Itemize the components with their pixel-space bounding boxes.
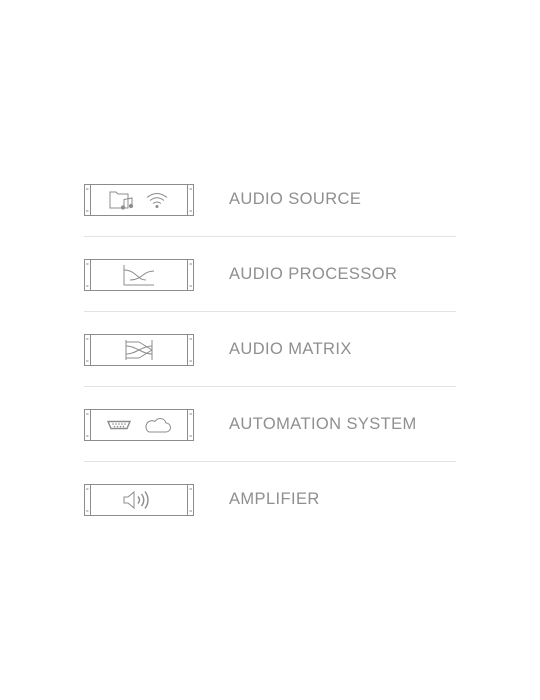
cloud-icon	[145, 417, 171, 432]
rack-frame	[84, 408, 194, 441]
rack-unit	[84, 183, 194, 216]
rack-unit	[84, 333, 194, 366]
rack-unit	[84, 408, 194, 441]
rack-frame	[84, 183, 194, 216]
rack-unit	[84, 483, 194, 516]
folder-music-icon	[109, 191, 134, 210]
device-label: AUTOMATION SYSTEM	[229, 415, 417, 433]
rack-unit	[84, 258, 194, 291]
matrix-routing-icon	[125, 339, 153, 360]
device-row-automation-system: AUTOMATION SYSTEM	[84, 387, 456, 462]
device-row-amplifier: AMPLIFIER	[84, 462, 456, 537]
device-label: AUDIO MATRIX	[229, 340, 352, 358]
speaker-icon	[123, 490, 149, 509]
dsp-processor-icon	[123, 264, 155, 285]
serial-port-icon	[106, 420, 132, 429]
rack-frame	[84, 333, 194, 366]
device-chain-list: AUDIO SOURCE	[84, 162, 456, 537]
device-label: AUDIO SOURCE	[229, 190, 362, 208]
device-row-audio-source: AUDIO SOURCE	[84, 162, 456, 237]
wifi-icon	[146, 192, 168, 208]
device-row-audio-matrix: AUDIO MATRIX	[84, 312, 456, 387]
device-label: AMPLIFIER	[229, 490, 320, 508]
rack-frame	[84, 483, 194, 516]
device-row-audio-processor: AUDIO PROCESSOR	[84, 237, 456, 312]
rack-frame	[84, 258, 194, 291]
device-label: AUDIO PROCESSOR	[229, 265, 398, 283]
